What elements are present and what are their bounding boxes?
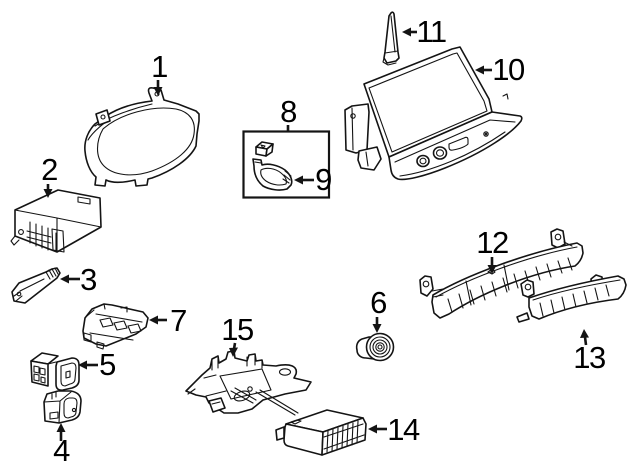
part-1-instrument-cluster-drawing	[84, 87, 200, 187]
callout-7-arrow	[149, 315, 167, 325]
part-13-lower-trim-strip-drawing	[516, 274, 627, 323]
callout-10-label: 10	[492, 52, 525, 87]
part-12-upper-trim-strip-drawing	[419, 228, 584, 319]
callout-12-label: 12	[476, 225, 508, 260]
part-10-display-module-drawing	[344, 46, 523, 181]
part-15-mounting-bracket-drawing	[185, 350, 312, 414]
callout-14-label: 14	[387, 412, 420, 447]
callout-13-arrow	[580, 329, 589, 346]
part-2-body-control-module-drawing	[10, 189, 102, 253]
callout-5-arrow	[78, 360, 98, 370]
callout-4-label: 4	[53, 433, 70, 468]
callout-8-label: 8	[280, 94, 296, 129]
part-8-clip-drawing	[255, 141, 274, 157]
callout-11-arrow	[402, 27, 417, 37]
part-6-round-knob-drawing	[355, 332, 395, 362]
callout-5-label: 5	[99, 347, 115, 382]
callout-1-label: 1	[151, 49, 167, 84]
part-11-antenna-fin-drawing	[382, 11, 400, 66]
callout-3-label: 3	[80, 262, 96, 297]
callout-1-arrow	[153, 80, 163, 96]
callout-9-label: 9	[315, 162, 331, 197]
part-3-sensor-drawing	[11, 267, 61, 304]
callout-6-label: 6	[370, 285, 386, 320]
part-4-switch-drawing	[43, 390, 82, 424]
callout-14-arrow	[368, 424, 387, 434]
part-5-switch-pair-drawing	[30, 352, 80, 391]
part-7-switch-panel-drawing	[82, 303, 149, 350]
part-9-clip-drawing	[252, 158, 293, 191]
callout-12-arrow	[487, 257, 497, 274]
callout-6-arrow	[372, 317, 382, 333]
callout-4-arrow	[56, 423, 66, 441]
callout-3-arrow	[60, 274, 80, 284]
part-14-control-module-drawing	[255, 389, 367, 456]
callout-9-arrow	[294, 175, 314, 185]
callout-15-arrow	[229, 342, 238, 357]
part-8-hardware-kit-box	[242, 130, 331, 199]
callout-13-label: 13	[573, 340, 605, 375]
callout-2-label: 2	[41, 152, 57, 187]
callout-15-label: 15	[221, 312, 253, 347]
callout-7-label: 7	[170, 303, 186, 338]
callout-2-arrow	[43, 184, 53, 198]
callout-11-label: 11	[416, 14, 445, 49]
callout-10-arrow	[475, 65, 492, 75]
